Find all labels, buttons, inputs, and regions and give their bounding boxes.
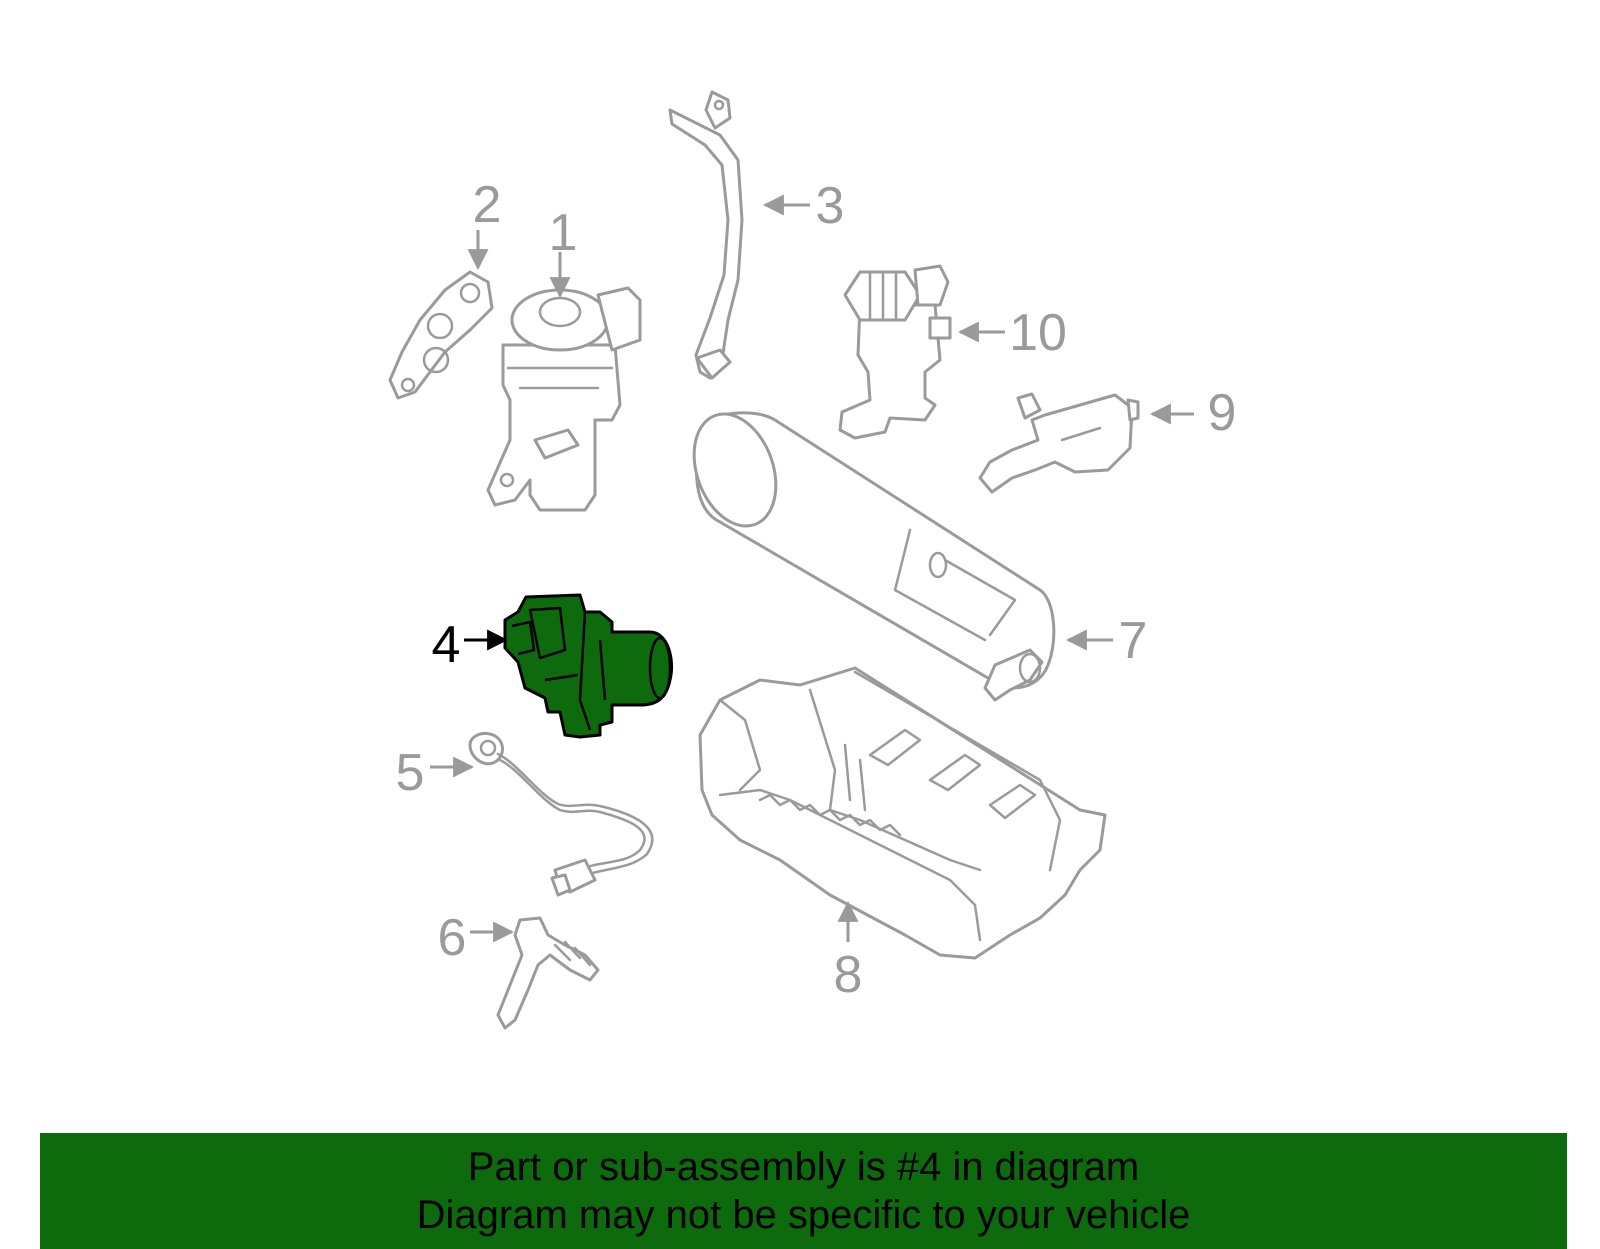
part-4-highlighted-valve[interactable]	[503, 593, 674, 739]
part-9-sensor[interactable]	[978, 392, 1140, 494]
callout-6: 6	[438, 909, 467, 967]
callout-10: 10	[1009, 304, 1067, 362]
part-5-oxygen-sensor[interactable]	[468, 731, 654, 897]
callout-4: 4	[432, 616, 461, 674]
info-banner: Part or sub-assembly is #4 in diagram Di…	[40, 1133, 1567, 1249]
banner-line-1: Part or sub-assembly is #4 in diagram	[467, 1145, 1140, 1189]
callout-3: 3	[816, 177, 845, 235]
callout-9: 9	[1208, 384, 1237, 442]
part-7-canister[interactable]	[679, 403, 1056, 702]
part-2-gasket[interactable]	[388, 270, 494, 400]
part-8-shield[interactable]	[698, 666, 1107, 960]
callout-5: 5	[396, 744, 425, 802]
banner-line-2: Diagram may not be specific to your vehi…	[416, 1193, 1191, 1237]
callout-2: 2	[473, 176, 502, 234]
callout-8: 8	[834, 946, 863, 1004]
part-10-valve[interactable]	[838, 264, 952, 440]
part-1-egr-valve[interactable]	[486, 286, 642, 512]
leader-arrows	[430, 194, 1194, 943]
part-6-hose[interactable]	[496, 916, 600, 1030]
part-3-tube[interactable]	[668, 90, 744, 380]
callout-7: 7	[1119, 612, 1148, 670]
callout-1: 1	[549, 204, 578, 262]
